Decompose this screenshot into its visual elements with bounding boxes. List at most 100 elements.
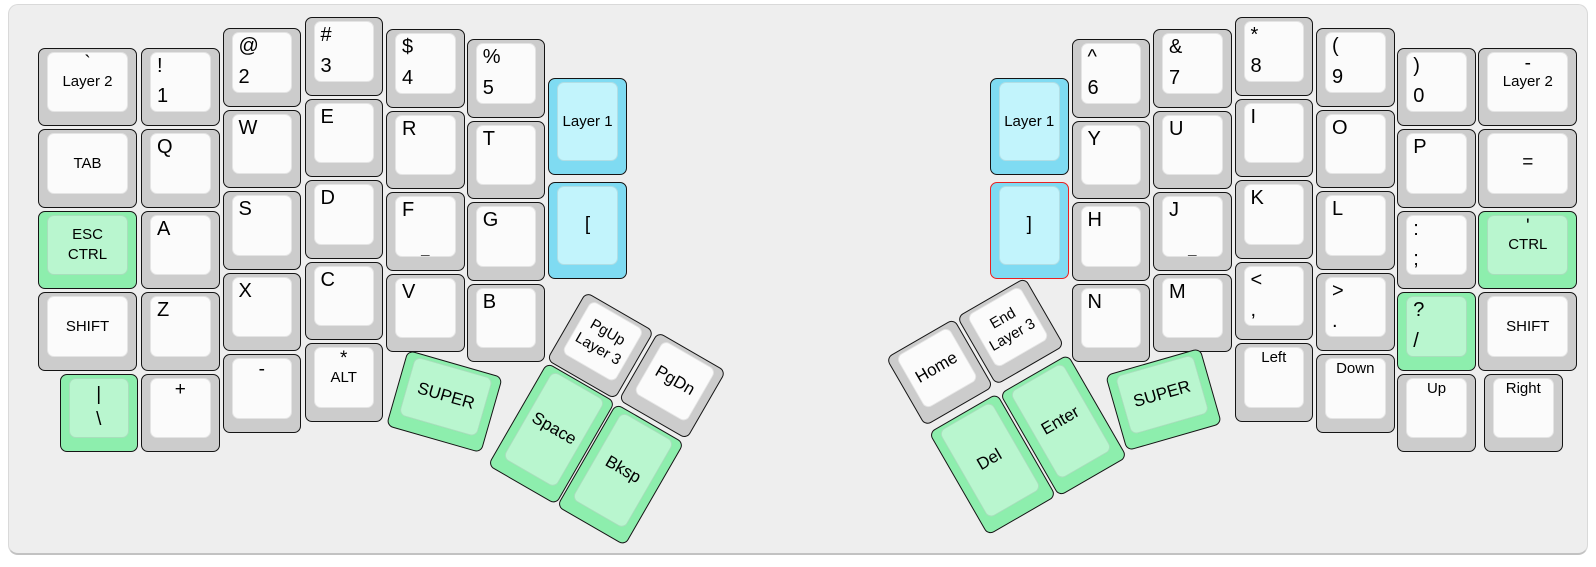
key-e[interactable]: E xyxy=(304,98,383,178)
keycap-face: Up xyxy=(1406,377,1467,438)
key-question-slash[interactable]: ?/ xyxy=(1397,292,1476,371)
key-r[interactable]: R xyxy=(386,110,465,190)
key-label: Left xyxy=(1261,349,1287,367)
key-dollar-4[interactable]: $4 xyxy=(386,29,465,108)
key-pipe-backslash[interactable]: |\ xyxy=(59,373,138,452)
key-w[interactable]: W xyxy=(222,109,301,189)
key-layer2-right[interactable]: -Layer 2 xyxy=(1478,47,1578,126)
key-y[interactable]: Y xyxy=(1071,120,1150,200)
key-d[interactable]: D xyxy=(304,180,383,259)
keycap-face: V xyxy=(395,277,456,339)
key-label: N xyxy=(1087,290,1102,313)
keycap-face: `Layer 2 xyxy=(47,51,128,112)
key-label: [ xyxy=(584,213,591,235)
key-label: = xyxy=(1522,151,1534,173)
key-l[interactable]: L xyxy=(1316,191,1395,270)
key-at-2[interactable]: @2 xyxy=(222,28,301,107)
key-lt-comma[interactable]: <, xyxy=(1234,261,1313,341)
key-label: Layer 2 xyxy=(62,73,113,90)
keycap-face: C xyxy=(313,265,374,327)
keycap-face: Down xyxy=(1325,358,1386,419)
key-percent-5[interactable]: %5 xyxy=(466,39,546,118)
key-label: Y xyxy=(1087,127,1101,150)
key-shift-right[interactable]: SHIFT xyxy=(1478,292,1578,371)
key-star-8[interactable]: *8 xyxy=(1234,17,1313,96)
key-h[interactable]: H xyxy=(1071,202,1150,281)
key-label: @ xyxy=(238,35,259,58)
keycap-face: @2 xyxy=(231,32,292,93)
key-quote-ctrl[interactable]: 'CTRL xyxy=(1478,210,1578,289)
keycap-face: = xyxy=(1487,133,1569,194)
key-arrow-right[interactable]: Right xyxy=(1484,373,1563,452)
keycap-face: TAB xyxy=(47,133,128,194)
key-excl-1[interactable]: !1 xyxy=(141,47,220,126)
key-label: Down xyxy=(1336,360,1375,378)
key-label: + xyxy=(174,378,186,400)
key-k[interactable]: K xyxy=(1234,180,1313,259)
key-label: ' xyxy=(1525,215,1530,237)
key-label: _ xyxy=(421,239,430,257)
key-equals[interactable]: = xyxy=(1478,129,1578,208)
key-arrow-down[interactable]: Down xyxy=(1316,354,1395,433)
key-m[interactable]: M xyxy=(1153,273,1232,353)
key-label: SHIFT xyxy=(1506,317,1550,335)
key-label: B xyxy=(482,290,497,313)
keycap-face: Y xyxy=(1080,124,1141,186)
key-hash-3[interactable]: #3 xyxy=(304,17,383,96)
key-o[interactable]: O xyxy=(1316,109,1395,189)
keycap-face: H xyxy=(1080,206,1141,267)
key-u[interactable]: U xyxy=(1153,110,1232,190)
key-left-bracket[interactable]: [ xyxy=(548,181,627,279)
key-label: 5 xyxy=(482,76,494,99)
key-t[interactable]: T xyxy=(466,120,546,200)
key-v[interactable]: V xyxy=(386,273,465,353)
key-layer2-left[interactable]: `Layer 2 xyxy=(38,47,137,126)
key-caret-6[interactable]: ^6 xyxy=(1071,39,1150,118)
key-label: K xyxy=(1250,187,1264,210)
key-label: U xyxy=(1169,117,1184,140)
key-label: S xyxy=(238,198,252,221)
key-p[interactable]: P xyxy=(1397,129,1476,208)
key-n[interactable]: N xyxy=(1071,283,1150,363)
key-g[interactable]: G xyxy=(466,202,546,281)
key-label: G xyxy=(482,209,499,232)
key-c[interactable]: C xyxy=(304,261,383,341)
key-j[interactable]: J_ xyxy=(1153,192,1232,271)
keycap-face: P xyxy=(1406,133,1467,194)
key-f[interactable]: F_ xyxy=(386,192,465,271)
key-label: L xyxy=(1332,198,1344,221)
keycap-face: *ALT xyxy=(313,347,374,408)
key-plus[interactable]: + xyxy=(141,373,220,452)
keycap-face: Left xyxy=(1243,347,1304,408)
key-x[interactable]: X xyxy=(222,272,301,352)
key-tab[interactable]: TAB xyxy=(38,129,137,208)
key-layer1-left[interactable]: Layer 1 xyxy=(548,78,627,176)
key-label: # xyxy=(320,24,332,47)
key-minus[interactable]: - xyxy=(222,354,301,433)
key-s[interactable]: S xyxy=(222,191,301,270)
keycap-face: Z xyxy=(150,296,211,357)
key-label: / xyxy=(1413,329,1419,352)
key-paren-9[interactable]: (9 xyxy=(1316,28,1395,107)
key-layer1-right[interactable]: Layer 1 xyxy=(990,78,1069,176)
key-arrow-left[interactable]: Left xyxy=(1234,343,1313,422)
key-label: - xyxy=(1524,52,1531,74)
key-i[interactable]: I xyxy=(1234,98,1313,178)
key-star-alt[interactable]: *ALT xyxy=(304,343,383,422)
key-q[interactable]: Q xyxy=(141,129,220,208)
key-gt-period[interactable]: >. xyxy=(1316,272,1395,352)
keycap-face: I xyxy=(1243,102,1304,164)
key-z[interactable]: Z xyxy=(141,292,220,371)
key-right-bracket[interactable]: ] xyxy=(990,181,1069,279)
key-paren-0[interactable]: )0 xyxy=(1397,47,1476,126)
key-colon-semicolon[interactable]: :; xyxy=(1397,210,1476,289)
key-arrow-up[interactable]: Up xyxy=(1397,373,1476,452)
key-amp-7[interactable]: &7 xyxy=(1153,29,1232,108)
key-b[interactable]: B xyxy=(466,283,546,363)
key-a[interactable]: A xyxy=(141,210,220,289)
keycap-face: (9 xyxy=(1325,32,1386,93)
key-label: I xyxy=(1250,105,1257,128)
key-shift-left[interactable]: SHIFT xyxy=(38,292,137,371)
keycap-face: Q xyxy=(150,133,211,194)
